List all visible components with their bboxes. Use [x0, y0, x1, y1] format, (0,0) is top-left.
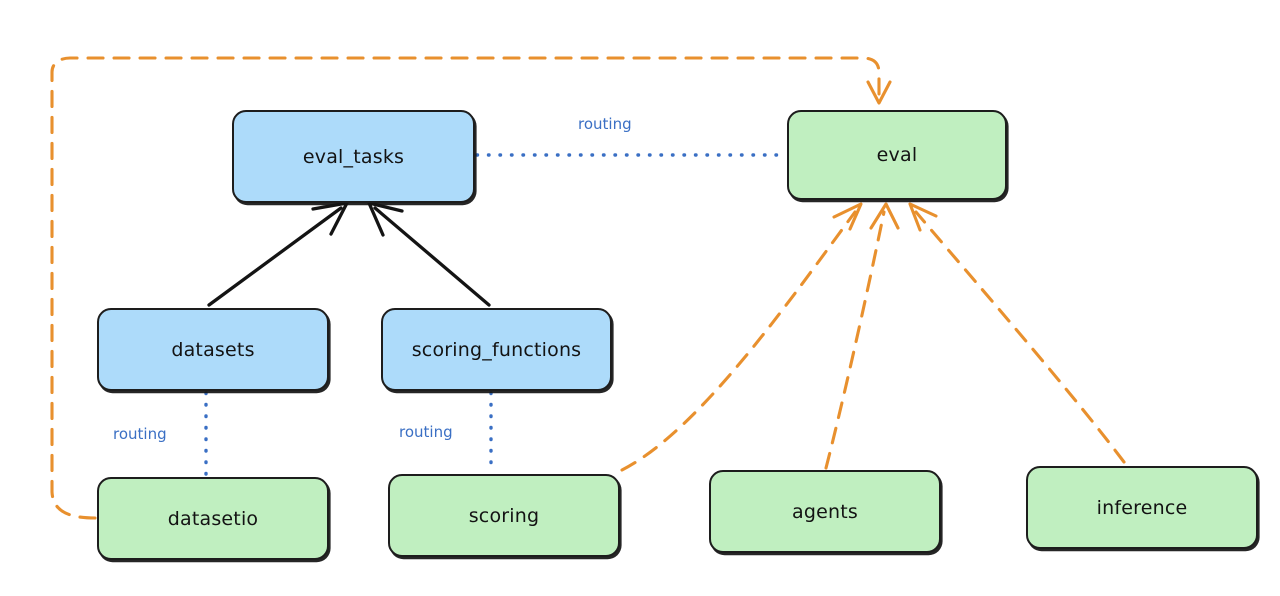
edge-label-routing-eval-tasks: routing	[578, 115, 632, 133]
node-inference[interactable]: inference	[1026, 466, 1258, 549]
node-label-scoring: scoring	[468, 504, 540, 527]
edge-label-routing-datasets: routing	[113, 425, 167, 443]
node-datasets[interactable]: datasets	[97, 308, 329, 391]
edge-scoring_functions-to-eval_tasks	[367, 201, 491, 307]
edge-label-routing-scoring-functions: routing	[399, 423, 453, 441]
edge-datasetio-to-eval	[50, 56, 892, 520]
node-label-inference: inference	[1096, 496, 1188, 519]
node-agents[interactable]: agents	[709, 470, 941, 553]
node-label-agents: agents	[792, 500, 858, 523]
node-label-datasetio: datasetio	[167, 507, 259, 530]
edge-inference-to-eval	[908, 202, 1126, 464]
node-scoring-functions[interactable]: scoring_functions	[381, 308, 612, 391]
node-label-eval-tasks: eval_tasks	[302, 145, 405, 168]
node-eval-tasks[interactable]: eval_tasks	[232, 110, 475, 203]
edge-agents-to-eval	[824, 202, 900, 470]
node-eval[interactable]: eval	[787, 110, 1007, 200]
node-scoring[interactable]: scoring	[388, 474, 620, 557]
edge-datasets-to-eval_tasks	[207, 201, 349, 307]
edge-scoring-to-eval	[620, 202, 863, 472]
node-label-eval: eval	[876, 144, 918, 166]
node-label-scoring-functions: scoring_functions	[411, 338, 582, 361]
node-label-datasets: datasets	[171, 338, 255, 361]
node-datasetio[interactable]: datasetio	[97, 477, 329, 560]
